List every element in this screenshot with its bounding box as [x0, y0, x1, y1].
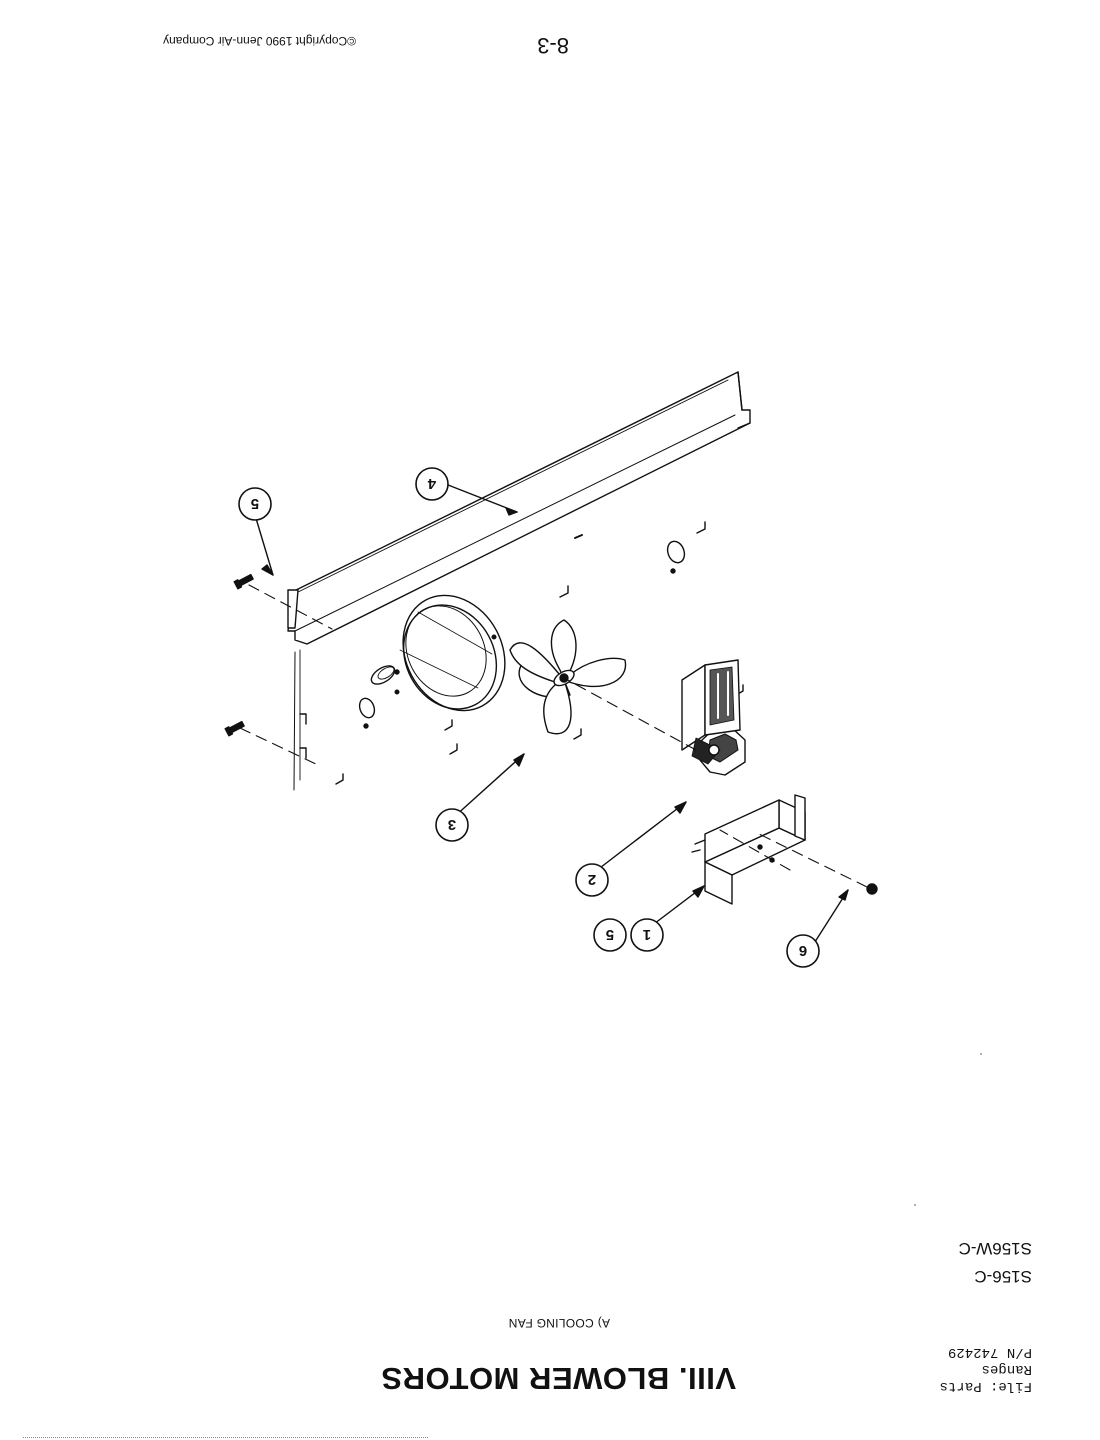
callout-6	[786, 934, 820, 968]
leader-lines	[254, 482, 849, 946]
fan-blade	[509, 619, 627, 735]
callout-5	[238, 487, 272, 521]
callout-4	[415, 467, 449, 501]
screw-icon	[233, 573, 254, 590]
mounting-panel	[287, 371, 751, 791]
callouts	[238, 467, 820, 968]
nut-icon	[866, 883, 878, 895]
assembly-lines	[239, 584, 868, 888]
callout-1	[630, 918, 664, 952]
callout-label: 1	[643, 926, 651, 943]
callout-3	[435, 808, 469, 842]
motor-bracket	[691, 794, 806, 905]
callout-label: 5	[606, 926, 614, 943]
callout-2	[575, 863, 609, 897]
screw-icon	[224, 720, 245, 737]
callout-5	[593, 918, 627, 952]
callout-label: 3	[448, 816, 456, 833]
fan-motor	[681, 659, 746, 776]
hardware	[224, 573, 878, 895]
callout-label: 4	[427, 475, 436, 492]
callout-label: 2	[588, 871, 596, 888]
callout-label: 5	[251, 495, 259, 512]
scan-specks	[914, 1053, 982, 1206]
callout-label: 6	[799, 942, 807, 959]
